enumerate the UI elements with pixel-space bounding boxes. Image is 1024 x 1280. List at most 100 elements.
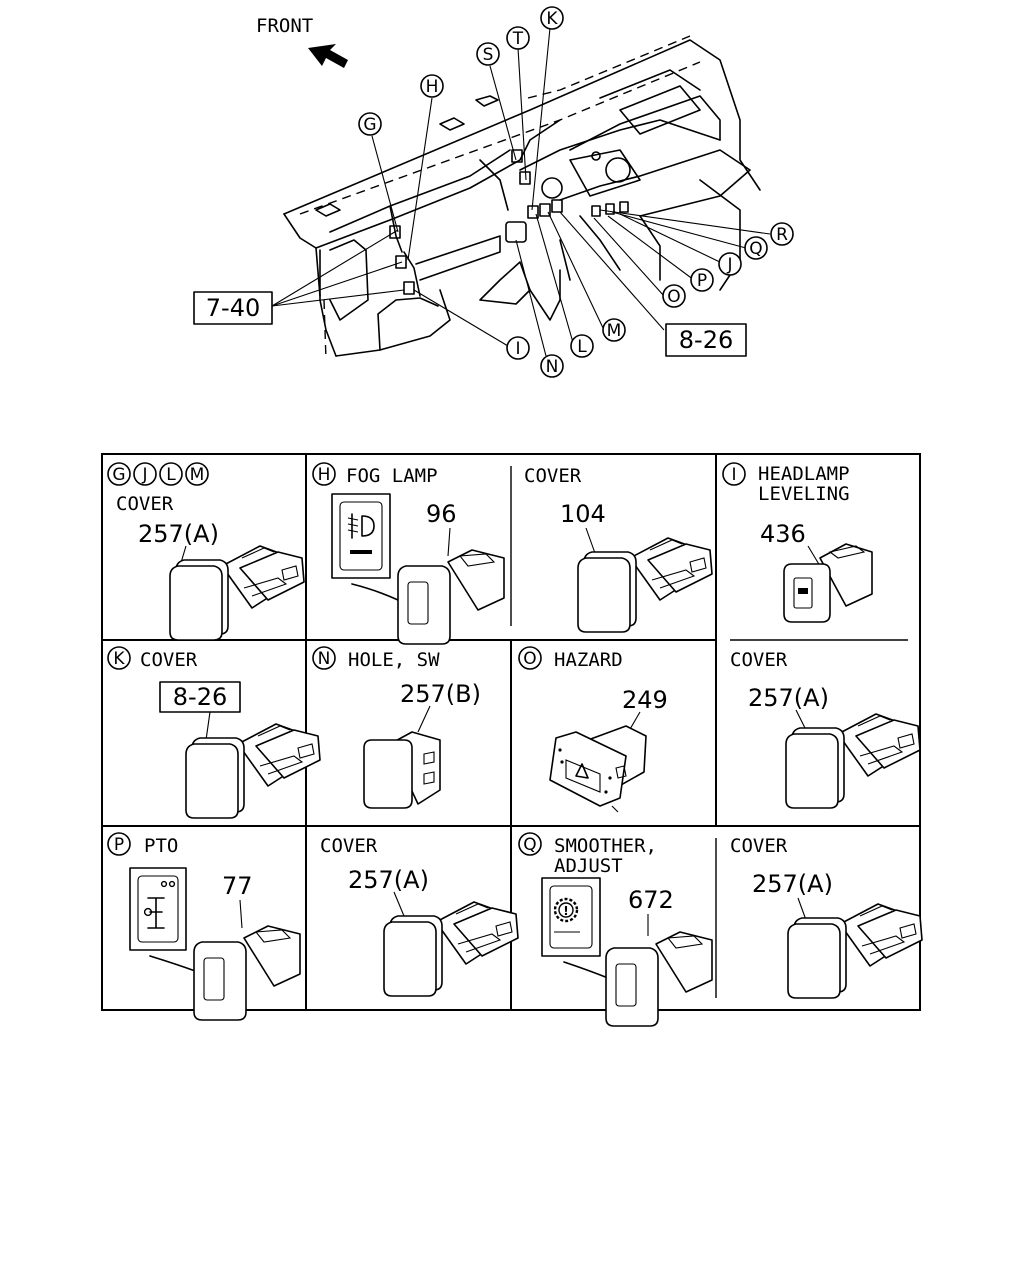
smoother-gear-icon: !	[553, 897, 580, 933]
svg-text:N: N	[318, 649, 331, 669]
panel-gjlm: G J L M COVER 257(A)	[107, 462, 305, 641]
callout-s: S	[476, 42, 500, 66]
svg-text:P: P	[114, 835, 124, 855]
callout-r: R	[770, 222, 794, 246]
fog-lamp-switch-icon	[397, 549, 505, 645]
callout-l: L	[570, 334, 594, 358]
panel-n-part: 257(B)	[400, 680, 481, 708]
panel-i-part: 436	[760, 520, 806, 548]
panel-h-cover-title: COVER	[524, 465, 582, 487]
ref-7-40: 7-40	[206, 294, 260, 322]
callout-j: J	[718, 252, 742, 276]
panel-p-cover: COVER 257(A)	[320, 835, 519, 997]
svg-text:R: R	[776, 225, 788, 245]
svg-text:L: L	[577, 337, 587, 357]
panel-p-cover-title: COVER	[320, 835, 378, 857]
panel-o-part: 249	[622, 686, 668, 714]
svg-text:N: N	[546, 357, 559, 377]
svg-text:Q: Q	[523, 835, 536, 855]
svg-text:O: O	[667, 287, 680, 307]
cover-icon	[577, 537, 713, 633]
letter-q: Q	[518, 832, 542, 856]
letter-h: H	[312, 462, 336, 486]
headlamp-leveling-switch-icon	[783, 543, 873, 623]
panel-k-ref-box	[159, 681, 241, 713]
panel-o-cover-part: 257(A)	[748, 684, 829, 712]
svg-text:K: K	[113, 649, 125, 669]
callout-t: T	[506, 26, 530, 50]
panel-q-title-1: SMOOTHER,	[554, 835, 657, 857]
panel-o-hazard: O HAZARD 249	[518, 646, 668, 813]
panel-gjlm-part: 257(A)	[138, 520, 219, 548]
svg-text:T: T	[512, 29, 524, 49]
svg-text:!: !	[563, 904, 568, 918]
svg-text:G: G	[112, 465, 125, 485]
svg-text:I: I	[731, 465, 736, 485]
panel-p-pto: P PTO 77	[107, 832, 301, 1021]
svg-text:Q: Q	[749, 239, 762, 259]
panel-h-part: 96	[426, 500, 457, 528]
panel-p-part: 77	[222, 872, 253, 900]
letter-n: N	[312, 646, 336, 670]
ref-box-7-40	[193, 291, 273, 325]
panel-q-title-2: ADJUST	[554, 855, 623, 877]
smoother-label-plate	[541, 877, 601, 957]
callout-k: K	[540, 6, 564, 30]
ref-8-26: 8-26	[679, 326, 733, 354]
cover-icon	[383, 901, 519, 997]
panel-n-hole-sw: N HOLE, SW 257(B)	[312, 646, 481, 809]
panel-gjlm-title: COVER	[116, 493, 174, 515]
pto-icon	[143, 880, 176, 929]
callout-n: N	[540, 354, 564, 378]
panel-k-title: COVER	[140, 649, 198, 671]
svg-text:P: P	[697, 271, 707, 291]
panel-h-fog-lamp: H FOG LAMP 96	[312, 462, 505, 645]
smoother-switch-icon	[605, 931, 713, 1027]
cover-icon	[787, 903, 923, 999]
letter-i: I	[722, 462, 746, 486]
letter-g: G	[107, 462, 131, 486]
front-label: FRONT	[256, 15, 313, 37]
fog-lamp-label-plate	[331, 493, 391, 579]
svg-text:O: O	[523, 649, 536, 669]
panel-h-title: FOG LAMP	[346, 465, 438, 487]
panel-k-ref: 8-26	[173, 683, 227, 711]
panel-p-title: PTO	[144, 835, 178, 857]
panel-q-cover: COVER 257(A)	[730, 835, 923, 999]
letter-j: J	[133, 462, 157, 486]
panel-q-smoother-adjust: Q SMOOTHER, ADJUST ! 672	[518, 832, 713, 1027]
panel-i-title-2: LEVELING	[758, 483, 850, 505]
cover-icon	[185, 723, 321, 819]
panel-o-cover: COVER 257(A)	[730, 649, 921, 809]
panel-q-cover-part: 257(A)	[752, 870, 833, 898]
callout-q: Q	[744, 236, 768, 260]
overview-illustration: FRONT	[193, 6, 794, 378]
callout-o: O	[662, 284, 686, 308]
callout-h: H	[420, 74, 444, 98]
panel-i-headlamp-leveling: I HEADLAMP LEVELING 436	[722, 462, 873, 623]
panel-h-cover: COVER 104	[524, 465, 713, 633]
parts-table	[101, 453, 921, 1011]
svg-text:G: G	[363, 115, 376, 135]
panel-o-cover-title: COVER	[730, 649, 788, 671]
svg-text:S: S	[483, 45, 494, 65]
hole-sw-cap-icon	[363, 731, 441, 809]
panel-q-part: 672	[628, 886, 674, 914]
letter-o: O	[518, 646, 542, 670]
svg-text:H: H	[318, 465, 331, 485]
callout-i: I	[506, 336, 530, 360]
ref-box-8-26	[665, 323, 747, 357]
hazard-switch-icon	[549, 725, 647, 813]
panel-p-cover-part: 257(A)	[348, 866, 429, 894]
panel-n-title: HOLE, SW	[348, 649, 440, 671]
panel-h-cover-part: 104	[560, 500, 606, 528]
svg-text:L: L	[166, 465, 176, 485]
svg-text:M: M	[190, 465, 205, 485]
pto-label-plate	[129, 867, 187, 951]
callout-p: P	[690, 268, 714, 292]
panel-q-cover-title: COVER	[730, 835, 788, 857]
fog-lamp-icon	[347, 513, 375, 554]
pto-switch-icon	[193, 925, 301, 1021]
letter-l: L	[159, 462, 183, 486]
